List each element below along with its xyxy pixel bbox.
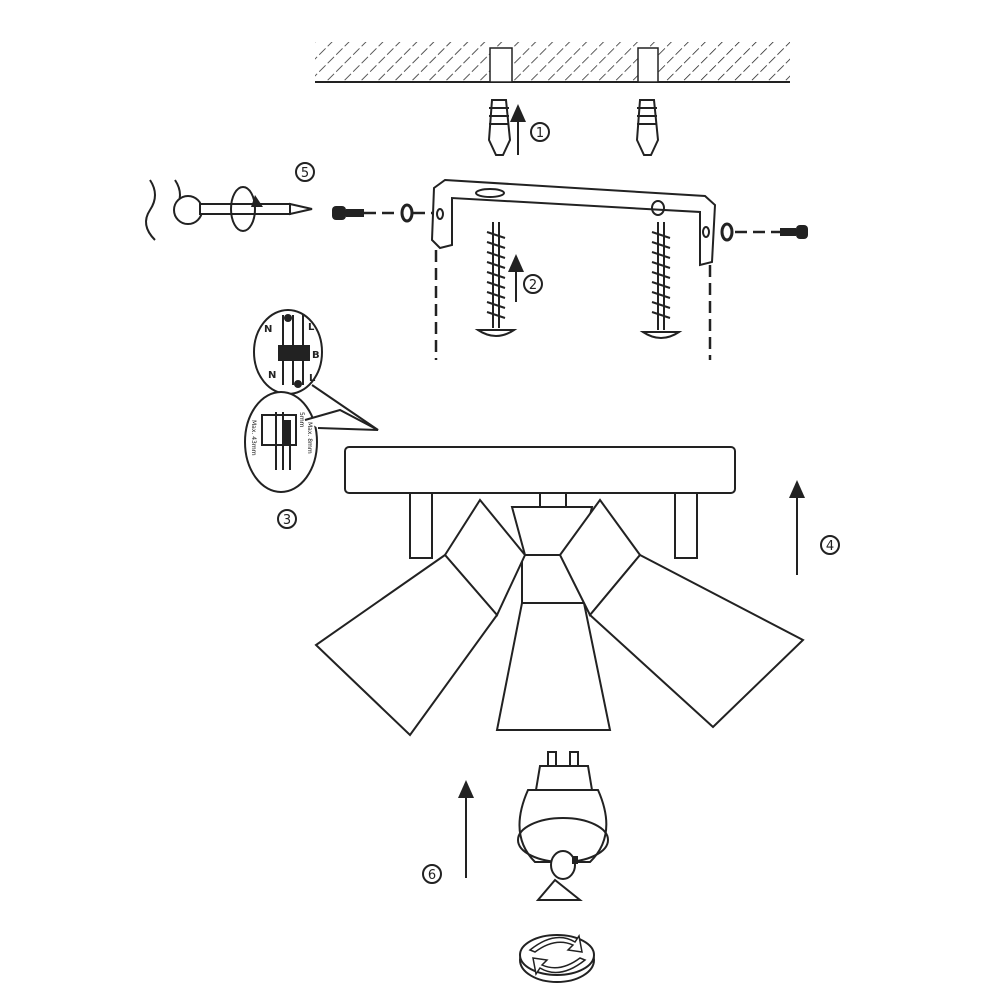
step-2-number: 2	[529, 278, 537, 293]
gu10-bulb	[517, 751, 609, 901]
wiring-detail-strip: Max. 43mm 5mm Max. 8mm	[244, 391, 379, 493]
strip-length-label: Max. 43mm	[250, 420, 257, 456]
step-2-label: 2	[523, 274, 543, 294]
wall-plug-left	[487, 99, 512, 156]
step-6-number: 6	[428, 868, 436, 883]
rotate-clockwise-icon	[519, 934, 595, 983]
step-5-label: 5	[295, 162, 315, 182]
rotate-arrow-icon	[251, 195, 263, 207]
step-1-label: 1	[530, 122, 550, 142]
step-6-label: 6	[422, 864, 442, 884]
mounting-screw-right	[639, 222, 683, 339]
side-screw-left	[332, 203, 432, 223]
side-screw-right	[720, 222, 808, 242]
live-top-label: L	[308, 322, 315, 333]
screwdriver-hand	[145, 179, 313, 241]
mounting-bracket	[430, 178, 717, 267]
wiring-detail-terminal: N L B N L	[253, 309, 323, 395]
wall-plug-right	[635, 99, 660, 156]
step-5-number: 5	[301, 166, 309, 181]
ceiling-lamp-fixture	[314, 446, 805, 737]
ceiling	[315, 42, 790, 83]
step-4-label: 4	[820, 535, 840, 555]
step-3-label: 3	[277, 509, 297, 529]
live-bottom-label: L	[309, 373, 316, 384]
step-4-number: 4	[826, 539, 834, 554]
step-3-number: 3	[283, 513, 291, 528]
strip-short-label: 5mm	[298, 412, 305, 428]
strip-max-label: Max. 8mm	[306, 422, 313, 454]
neutral-top-label: N	[264, 324, 272, 335]
mounting-screw-left	[474, 222, 518, 337]
neutral-bottom-label: N	[268, 370, 276, 381]
terminal-block-label: B	[312, 350, 320, 361]
step-1-number: 1	[536, 126, 544, 141]
